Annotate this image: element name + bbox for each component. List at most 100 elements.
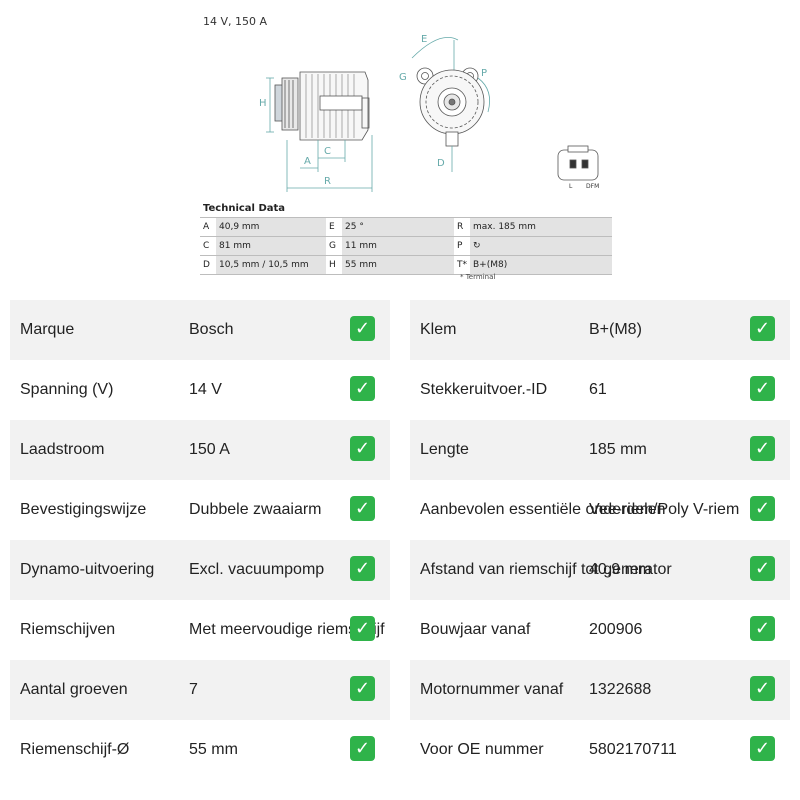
spec-row: Motornummer vanaf 1322688 ✓ [410, 660, 790, 720]
spec-label: Riemenschijf-Ø [20, 741, 130, 758]
spec-value: 55 mm [189, 741, 238, 758]
spec-label: Aantal groeven [20, 681, 128, 698]
specs-right-column: Klem B+(M8) ✓ Stekkeruitvoer.-ID 61 ✓ Lengte 18… [410, 300, 790, 780]
spec-label: Laadstroom [20, 441, 105, 458]
spec-value: Dubbele zwaaiarm [189, 501, 322, 518]
check-icon: ✓ [750, 556, 775, 581]
spec-label: Motornummer vanaf [420, 681, 564, 698]
tech-key-cell: H [326, 255, 342, 275]
spec-row: Spanning (V)14 V✓ [10, 360, 390, 420]
check-icon: ✓ [350, 316, 375, 341]
dim-label-h: H [259, 98, 267, 109]
spec-value: 200906 [589, 621, 643, 638]
tech-value-cell: 55 mm [342, 255, 454, 275]
check-icon: ✓ [750, 376, 775, 401]
spec-row: Bevestigingswijze Dubbele zwaaiarm ✓ [10, 480, 390, 540]
tech-key-cell: R [454, 217, 470, 237]
spec-value: 150 A [189, 441, 230, 458]
spec-label: Aanbevolen essentiële onderdelen [420, 501, 666, 518]
spec-label: Stekkeruitvoer.-ID [420, 381, 548, 398]
spec-value: 1322688 [589, 681, 652, 698]
spec-row: Riemschijven Met meervoudige riemschijf✓ [10, 600, 390, 660]
technical-drawing: 14 V, 150 A [0, 0, 800, 290]
spec-row: Bouwjaar vanaf 200906 ✓ [410, 600, 790, 660]
check-icon: ✓ [750, 496, 775, 521]
tech-key-cell: A [200, 217, 216, 237]
check-icon: ✓ [350, 676, 375, 701]
spec-label: Bevestigingswijze [20, 501, 147, 518]
tech-key-cell: C [200, 236, 216, 256]
connector-label-l: L [569, 183, 573, 190]
check-icon: ✓ [350, 436, 375, 461]
spec-label: Spanning (V) [20, 381, 114, 398]
spec-row: Marque Bosch ✓ [10, 300, 390, 360]
check-icon: ✓ [750, 436, 775, 461]
connector-plug [557, 145, 599, 181]
tech-value-cell: 11 mm [342, 236, 454, 256]
alternator-side-view [266, 71, 373, 192]
check-icon: ✓ [750, 736, 775, 761]
spec-row: Aantal groeven 7 ✓ [10, 660, 390, 720]
technical-data-footnote: * Terminal [460, 273, 496, 281]
spec-row: Voor OE nummer 5802170711 ✓ [410, 720, 790, 780]
tech-key-cell: G [326, 236, 342, 256]
spec-label: Klem [420, 321, 457, 338]
spec-value: Bosch [189, 321, 234, 338]
tech-value-cell: 25 ° [342, 217, 454, 237]
dim-label-d: D [437, 158, 445, 169]
tech-key-cell: E [326, 217, 342, 237]
tech-value-cell: max. 185 mm [470, 217, 612, 237]
dim-label-e: E [421, 34, 427, 45]
dim-label-a: A [304, 156, 311, 167]
spec-row: Lengte 185 mm ✓ [410, 420, 790, 480]
spec-row: Klem B+(M8) ✓ [410, 300, 790, 360]
tech-value-cell: 40,9 mm [216, 217, 326, 237]
spec-row: Laadstroom 150 A ✓ [10, 420, 390, 480]
spec-value: 40,9 mm [589, 561, 652, 578]
tech-value-cell: 10,5 mm / 10,5 mm [216, 255, 326, 275]
dim-label-p: P [481, 68, 487, 79]
spec-value: Met meervoudige riemschijf [189, 621, 385, 638]
tech-key-cell: P [454, 236, 470, 256]
tech-value-cell: 81 mm [216, 236, 326, 256]
spec-label: Lengte [420, 441, 469, 458]
check-icon: ✓ [350, 376, 375, 401]
spec-label: Bouwjaar vanaf [420, 621, 531, 638]
check-icon: ✓ [750, 616, 775, 641]
spec-value: 185 mm [589, 441, 647, 458]
technical-data-title: Technical Data [203, 203, 286, 214]
check-icon: ✓ [350, 736, 375, 761]
voltage-current-caption: 14 V, 150 A [203, 15, 268, 28]
tech-value-cell: B+(M8) [470, 255, 612, 275]
spec-row: Stekkeruitvoer.-ID 61 ✓ [410, 360, 790, 420]
spec-label: Voor OE nummer [420, 741, 544, 758]
alternator-front-view [411, 36, 491, 172]
spec-value: Excl. vacuumpomp [189, 561, 325, 578]
spec-value: B+(M8) [589, 321, 642, 338]
spec-label: Marque [20, 321, 75, 338]
spec-value: Vee-riem/Poly V-riem [589, 501, 740, 518]
spec-label: Dynamo-uitvoering [20, 561, 155, 578]
check-icon: ✓ [350, 616, 375, 641]
check-icon: ✓ [350, 496, 375, 521]
check-icon: ✓ [350, 556, 375, 581]
dim-label-r: R [324, 176, 331, 187]
tech-key-cell: T* [454, 255, 470, 275]
check-icon: ✓ [750, 676, 775, 701]
connector-label-dfm: DFM [586, 183, 599, 190]
spec-value: 7 [189, 681, 198, 698]
dim-label-g: G [399, 72, 407, 83]
spec-value: 61 [589, 381, 607, 398]
check-icon: ✓ [750, 316, 775, 341]
dim-label-c: C [324, 146, 331, 157]
spec-label: Afstand van riemschijf tot generator [420, 561, 672, 578]
tech-value-cell: ↻ [470, 236, 612, 256]
tech-key-cell: D [200, 255, 216, 275]
spec-value: 5802170711 [589, 741, 677, 758]
spec-label: Riemschijven [20, 621, 116, 638]
